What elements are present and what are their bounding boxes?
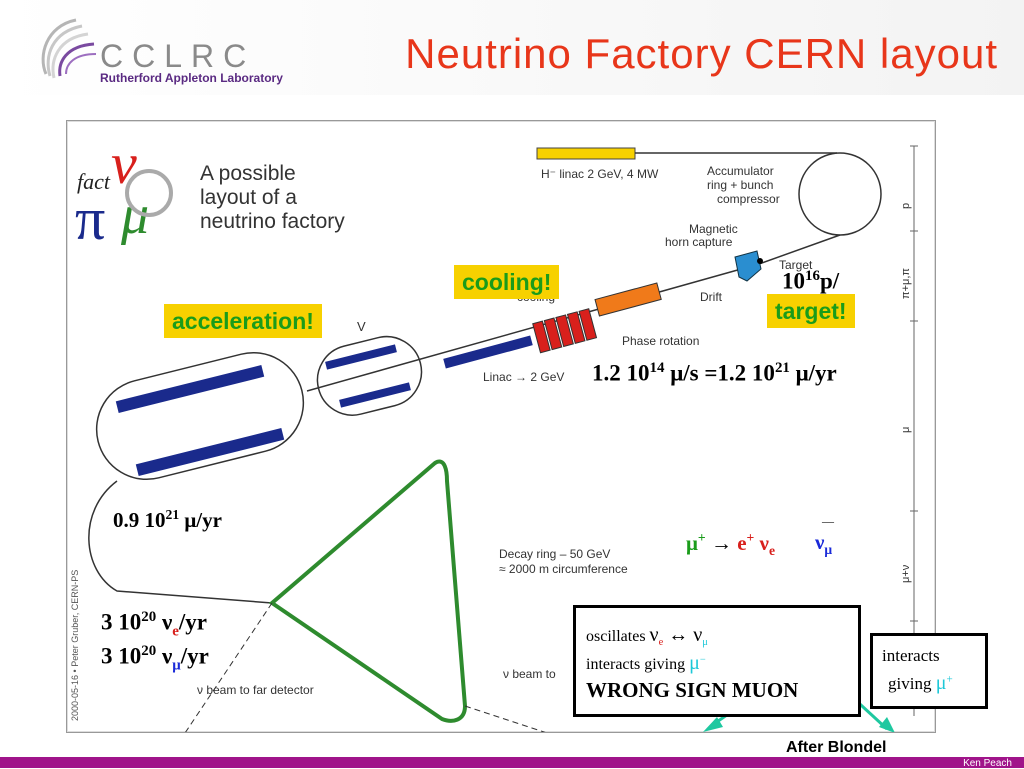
arrow-head-right-box bbox=[879, 717, 895, 732]
fact-logo-text: fact bbox=[77, 169, 111, 194]
recirc-small-bar-2 bbox=[339, 382, 411, 408]
accumulator-ring bbox=[798, 152, 882, 236]
target-label: Target bbox=[779, 258, 813, 272]
beam-line-far bbox=[185, 602, 273, 732]
accumulator-label-3: compressor bbox=[717, 192, 780, 206]
wrong-sign-line-2: interacts giving μ− bbox=[586, 652, 706, 674]
recirculator-small bbox=[316, 335, 423, 416]
horn-icon bbox=[734, 250, 762, 282]
logo-name: CCLRC bbox=[100, 38, 256, 74]
linac-2gev-label: Linac → 2 GeV bbox=[483, 370, 564, 384]
anti-bar: — bbox=[822, 514, 834, 528]
linac-2gev-bar bbox=[443, 335, 533, 369]
credit-label: 2000-05-16 • Peter Gruber, CERN-PS bbox=[70, 570, 80, 721]
layout-title-1: A possible bbox=[200, 162, 296, 185]
beam-far-label: ν beam to far detector bbox=[197, 683, 314, 697]
wrong-sign-line-1: oscillates νe ↔ νμ bbox=[586, 624, 708, 649]
beam-line-near bbox=[464, 705, 546, 732]
axis-label-pimu: π+μ,π bbox=[900, 268, 912, 299]
after-blondel-credit: After Blondel bbox=[786, 739, 887, 756]
target-tag-overlay: target! bbox=[767, 294, 855, 328]
recirculator-large bbox=[95, 351, 305, 481]
phase-rotation-block bbox=[594, 282, 662, 317]
decay-ring bbox=[268, 459, 468, 723]
pi-glyph: π bbox=[75, 186, 105, 252]
decay-equation: μ+ → e+ νe bbox=[686, 530, 775, 559]
cooling-cells bbox=[532, 308, 598, 354]
muon-front-end-line bbox=[306, 263, 760, 392]
magnetic-horn-label-2: horn capture bbox=[665, 235, 733, 249]
logo-subtitle: Rutherford Appleton Laboratory bbox=[100, 71, 283, 85]
cclrc-swirl-icon bbox=[41, 18, 97, 79]
proton-line bbox=[758, 234, 841, 265]
phase-rotation-label: Phase rotation bbox=[622, 334, 699, 348]
layout-diagram-panel: fact ν π μ A possible layout of a neutri… bbox=[66, 120, 936, 733]
footer-author: Ken Peach bbox=[963, 758, 1012, 769]
footer-bar bbox=[0, 757, 1024, 768]
small-v-label: V bbox=[357, 319, 366, 334]
slide-header: CCLRC Rutherford Appleton Laboratory Neu… bbox=[0, 0, 1024, 95]
axis-label-p: p bbox=[900, 203, 912, 209]
cooling-tag: cooling! bbox=[454, 265, 560, 299]
acceleration-tag: acceleration! bbox=[164, 304, 322, 338]
axis-label-mu: μ bbox=[900, 427, 912, 433]
beam-to-label: ν beam to bbox=[503, 667, 556, 681]
right-box-line-1: interacts bbox=[882, 646, 940, 665]
logo-ring bbox=[125, 169, 173, 217]
decay-ring-label-1: Decay ring – 50 GeV bbox=[499, 547, 610, 561]
recirc-large-bar-2 bbox=[135, 428, 285, 476]
muon-rate: 1.2 1014 μ/s =1.2 1021 μ/yr bbox=[592, 360, 837, 386]
slide-title: Neutrino Factory CERN layout bbox=[405, 30, 998, 77]
recirc-small-bar-1 bbox=[325, 344, 397, 370]
nu-glyph: ν bbox=[111, 131, 137, 196]
transfer-line bbox=[88, 480, 273, 604]
layout-title-2: layout of a bbox=[200, 186, 297, 209]
wrong-sign-muon-box: oscillates νe ↔ νμ interacts giving μ− W… bbox=[573, 605, 861, 717]
nue-rate: 3 1020 νe/yr bbox=[101, 609, 207, 640]
axis-label-munu: μ+ν bbox=[900, 564, 912, 583]
recirc-large-bar-1 bbox=[115, 365, 265, 413]
hminus-linac-bar bbox=[536, 147, 636, 160]
accumulator-label-1: Accumulator bbox=[707, 164, 774, 178]
fact-logo-icon: fact ν π μ bbox=[75, 131, 173, 252]
decay-ring-label-2: ≈ 2000 m circumference bbox=[499, 562, 628, 576]
layout-title-3: neutrino factory bbox=[200, 210, 345, 233]
accumulator-label-2: ring + bunch bbox=[707, 178, 773, 192]
ring-muon-rate: 0.9 1021 μ/yr bbox=[113, 507, 222, 532]
arrow-head-wrong-sign bbox=[703, 717, 723, 732]
hminus-linac-label: H⁻ linac 2 GeV, 4 MW bbox=[541, 167, 659, 181]
interacts-giving-box: interacts giving μ+ bbox=[870, 633, 988, 709]
magnetic-horn-label-1: Magnetic bbox=[689, 222, 738, 236]
factory-layout-diagram: fact ν π μ A possible layout of a neutri… bbox=[70, 131, 918, 732]
target-dot bbox=[757, 258, 763, 264]
proton-rate: 1016p/ bbox=[782, 268, 840, 294]
anti-numu: νμ bbox=[815, 530, 833, 558]
wrong-sign-line-3: WRONG SIGN MUON bbox=[586, 678, 799, 702]
right-box-line-2: giving μ+ bbox=[888, 672, 953, 694]
drift-label: Drift bbox=[700, 290, 723, 304]
numu-rate: 3 1020 νμ/yr bbox=[101, 643, 209, 674]
